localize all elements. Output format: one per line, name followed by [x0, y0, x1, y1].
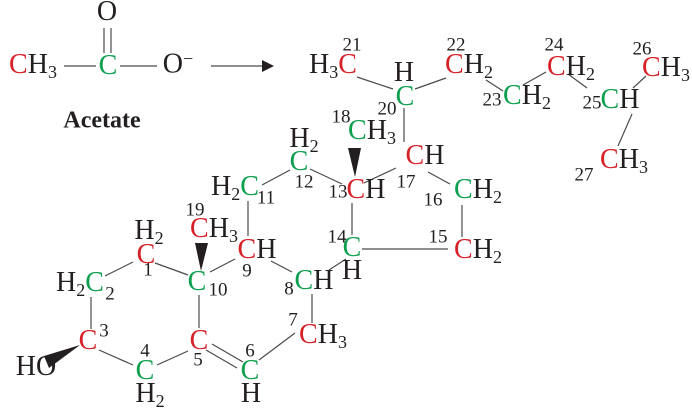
bond [209, 258, 236, 273]
atom-C12-h-above: H2 [289, 122, 319, 157]
atom-C27: CH3 [600, 143, 648, 178]
atom-C9: CH [237, 234, 277, 265]
atom-C11: H2C [211, 170, 259, 205]
atom-C17: CH [405, 140, 445, 171]
atom-C5: C [189, 325, 209, 356]
atom-number-24: 24 [544, 34, 564, 56]
atom-C20-h-above: H [393, 57, 415, 88]
atom-acetate-O-minus: O− [162, 48, 194, 80]
atom-number-9: 9 [242, 260, 252, 282]
atom-number-22: 22 [446, 34, 466, 56]
atom-number-23: 23 [482, 89, 502, 111]
bond [427, 171, 451, 185]
atom-number-15: 15 [428, 226, 448, 248]
atom-number-27: 27 [574, 164, 594, 186]
atom-C12: C [289, 146, 309, 177]
atom-C8: CH [294, 265, 334, 296]
atom-C4-h-below: H2 [135, 377, 165, 412]
atom-HO: HO [15, 351, 57, 382]
atom-C13: CH [346, 174, 386, 205]
atom-number-2: 2 [105, 283, 115, 305]
atom-number-12: 12 [294, 171, 314, 193]
bond [98, 349, 134, 366]
atom-C4: C [135, 355, 155, 386]
atom-number-21: 21 [342, 34, 362, 56]
atom-acetate-carboxyl-C: C [98, 50, 118, 81]
double-bond-C5-C6 [205, 349, 238, 369]
atom-C2: H2C [56, 266, 104, 301]
atom-C6-h-below: H [240, 378, 262, 409]
atom-C1-h-above: H2 [134, 214, 164, 249]
bond [414, 77, 447, 90]
atom-C6: C [240, 355, 260, 386]
atom-number-16: 16 [423, 189, 443, 211]
atom-acetate-methyl-C: CH3 [9, 48, 57, 83]
atom-C21: H3C [309, 48, 357, 83]
atom-C26: CH3 [642, 51, 690, 86]
atom-number-26: 26 [632, 38, 652, 60]
atom-C19: CH3 [190, 212, 238, 247]
atom-C23: CH2 [503, 79, 551, 114]
atom-number-13: 13 [328, 181, 348, 203]
double-bond-C5-C6 [211, 343, 244, 363]
bond [104, 261, 134, 277]
atom-C18: CH3 [348, 114, 396, 149]
atom-number-4: 4 [140, 340, 150, 362]
atom-number-5: 5 [193, 349, 203, 371]
atom-C1: C [136, 239, 156, 270]
atom-C16: CH2 [454, 173, 502, 208]
atom-number-25: 25 [582, 92, 602, 114]
atom-number-1: 1 [143, 259, 153, 281]
atom-acetate-carbonyl-O: O [96, 0, 118, 27]
bond [154, 262, 189, 276]
atom-C22: CH2 [445, 48, 493, 83]
bond [156, 350, 189, 366]
wedge-bond-1 [348, 148, 361, 177]
atom-C14-h-below: H [341, 255, 363, 286]
atom-number-3: 3 [99, 320, 109, 342]
atom-C20: C [395, 81, 415, 112]
atom-C7: CH3 [299, 318, 347, 353]
reaction-arrow-head [262, 60, 274, 72]
atom-number-20: 20 [377, 98, 397, 120]
atom-C25: CH [600, 84, 640, 115]
atom-number-10: 10 [208, 279, 228, 301]
atom-C14: C [342, 232, 362, 263]
acetate-caption: Acetate [63, 107, 141, 134]
bond [617, 113, 633, 147]
atom-number-11: 11 [256, 187, 276, 209]
atom-C24: CH2 [547, 50, 595, 85]
atom-C3: C [78, 325, 98, 356]
bond [258, 332, 296, 361]
atom-number-8: 8 [284, 278, 294, 300]
atom-number-18: 18 [331, 106, 351, 128]
atom-number-17: 17 [396, 171, 416, 193]
atom-number-6: 6 [245, 340, 255, 362]
atom-number-7: 7 [288, 309, 298, 331]
atom-number-19: 19 [185, 199, 205, 221]
atom-C10: C [187, 266, 207, 297]
bond [356, 76, 394, 90]
bond [261, 169, 291, 186]
atom-C15: CH2 [454, 233, 502, 268]
atom-number-14: 14 [327, 226, 347, 248]
